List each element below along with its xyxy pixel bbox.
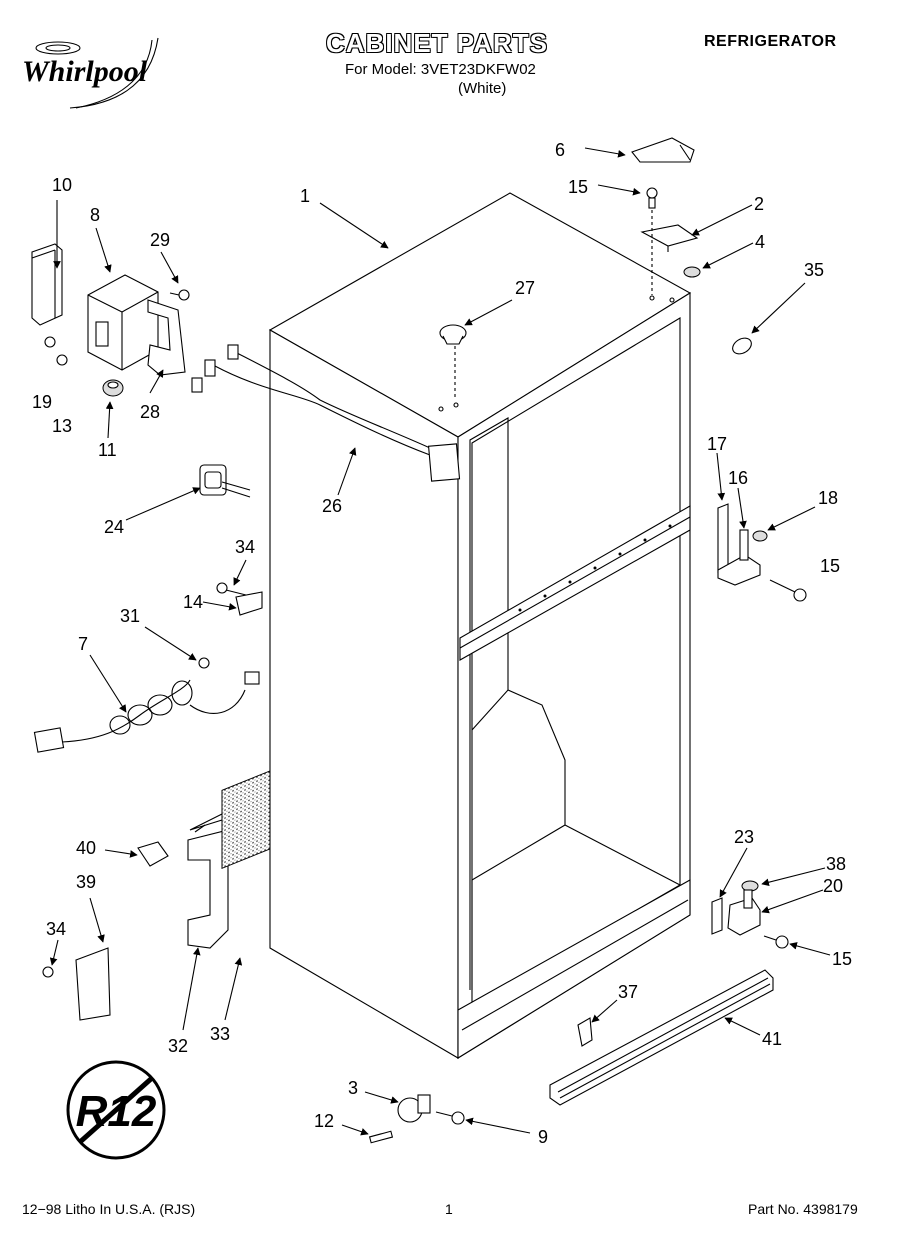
callout-12: 12 bbox=[314, 1111, 334, 1131]
callout-32: 32 bbox=[168, 1036, 188, 1056]
footer-part-number: Part No. 4398179 bbox=[748, 1201, 858, 1217]
part-34-screw-upper bbox=[216, 582, 247, 596]
part-6-top-cap bbox=[631, 137, 695, 163]
part-27-plug bbox=[439, 324, 467, 345]
callout-14: 14 bbox=[183, 592, 203, 612]
part-8-control-cover bbox=[87, 274, 159, 371]
part-34-screw-lower bbox=[42, 966, 54, 978]
callout-2: 2 bbox=[754, 194, 764, 214]
callout-33: 33 bbox=[210, 1024, 230, 1044]
callout-numbers: 1 6 15 2 4 35 27 10 8 29 19 13 11 28 24 … bbox=[32, 140, 852, 1147]
callout-26: 26 bbox=[322, 496, 342, 516]
callout-41: 41 bbox=[762, 1029, 782, 1049]
part-41-toe-grille bbox=[549, 969, 774, 1106]
callout-6: 6 bbox=[555, 140, 565, 160]
part-12-pin bbox=[368, 1130, 394, 1144]
callout-13: 13 bbox=[52, 416, 72, 436]
callout-17: 17 bbox=[707, 434, 727, 454]
callout-39: 39 bbox=[76, 872, 96, 892]
callout-27: 27 bbox=[515, 278, 535, 298]
part-16-center-hinge bbox=[717, 529, 761, 586]
footer-print-info: 12−98 Litho In U.S.A. (RJS) bbox=[22, 1201, 196, 1217]
callout-15-top: 15 bbox=[568, 177, 588, 197]
part-28-bracket bbox=[147, 299, 186, 376]
callout-38: 38 bbox=[826, 854, 846, 874]
callout-3: 3 bbox=[348, 1078, 358, 1098]
part-29-screw bbox=[169, 289, 190, 301]
part-26-wiring-harness bbox=[191, 344, 461, 482]
part-35-hole-plug bbox=[732, 337, 752, 355]
callout-7: 7 bbox=[78, 634, 88, 654]
callout-29: 29 bbox=[150, 230, 170, 250]
part-7-power-cord bbox=[33, 671, 260, 753]
callout-20: 20 bbox=[823, 876, 843, 896]
part-19-screw bbox=[44, 336, 56, 348]
part-24-grommet bbox=[199, 464, 251, 498]
callout-34-upper: 34 bbox=[235, 537, 255, 557]
part-14-clamp bbox=[235, 591, 263, 616]
callout-19: 19 bbox=[32, 392, 52, 412]
callout-1: 1 bbox=[300, 186, 310, 206]
callout-28: 28 bbox=[140, 402, 160, 422]
r12-badge: R12 bbox=[66, 1060, 166, 1160]
callout-15-middle: 15 bbox=[820, 556, 840, 576]
part-23-shim bbox=[711, 897, 723, 935]
callout-35: 35 bbox=[804, 260, 824, 280]
callout-34-lower: 34 bbox=[46, 919, 66, 939]
leader-arrows bbox=[49, 147, 831, 1136]
callout-18: 18 bbox=[818, 488, 838, 508]
model-line: For Model: 3VET23DKFW02 bbox=[345, 61, 536, 78]
part-33-insulation bbox=[221, 770, 271, 870]
part-13-screw bbox=[56, 354, 68, 366]
part-32-bracket bbox=[187, 824, 229, 949]
part-39-cover bbox=[75, 947, 111, 1021]
footer-page-number: 1 bbox=[445, 1201, 453, 1217]
callout-16: 16 bbox=[728, 468, 748, 488]
refrigerator-cabinet bbox=[189, 192, 692, 1059]
part-20-bottom-hinge bbox=[727, 889, 761, 936]
callout-15-bottom: 15 bbox=[832, 949, 852, 969]
part-17-shim bbox=[717, 503, 729, 573]
callout-40: 40 bbox=[76, 838, 96, 858]
brand-logo: Whirlpool bbox=[22, 55, 148, 88]
callout-11: 11 bbox=[98, 440, 117, 460]
callout-4: 4 bbox=[755, 232, 765, 252]
part-15-screw-bottom bbox=[763, 935, 789, 949]
color-line: (White) bbox=[458, 80, 507, 97]
callout-23: 23 bbox=[734, 827, 754, 847]
part-18-washer bbox=[752, 530, 768, 542]
part-2-top-hinge bbox=[640, 224, 699, 252]
part-11-grommet bbox=[102, 379, 124, 397]
callout-24: 24 bbox=[104, 517, 124, 537]
part-31-screw bbox=[198, 657, 210, 669]
callout-10: 10 bbox=[52, 175, 72, 195]
part-3-roller bbox=[397, 1094, 431, 1123]
part-37-clip bbox=[577, 1017, 593, 1047]
callout-37: 37 bbox=[618, 982, 638, 1002]
part-40-clamp bbox=[137, 841, 169, 867]
callout-31: 31 bbox=[120, 606, 140, 626]
callout-9: 9 bbox=[538, 1127, 548, 1147]
part-15-screw-top bbox=[646, 187, 658, 209]
category-label: REFRIGERATOR bbox=[704, 33, 837, 50]
part-9-screw bbox=[435, 1111, 465, 1125]
page-title: CABINET PARTS bbox=[326, 28, 548, 58]
part-15-screw-middle bbox=[769, 579, 807, 602]
callout-8: 8 bbox=[90, 205, 100, 225]
part-4-washer bbox=[683, 266, 701, 278]
mullion-holes bbox=[518, 524, 672, 612]
whirlpool-swirl-icon bbox=[35, 37, 159, 109]
